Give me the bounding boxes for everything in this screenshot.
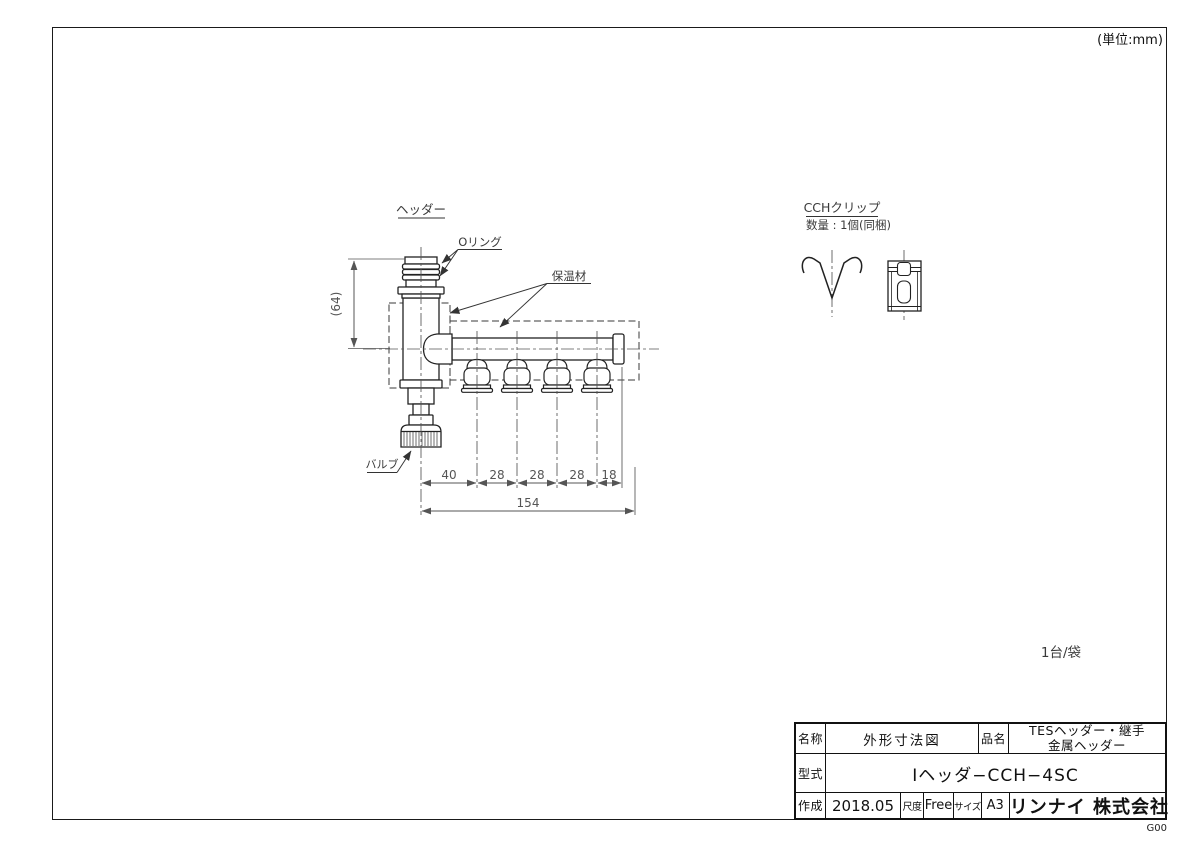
title-block-row-model: 型式 Iヘッダ−CCH−4SC bbox=[796, 753, 1165, 792]
title-block-row-name: 名称 外形寸法図 品名 TESヘッダー・継手 金属ヘッダー bbox=[796, 723, 1165, 753]
clip-quantity-label: 数量 : 1個(同梱) bbox=[806, 218, 891, 232]
created-date: 2018.05 bbox=[825, 793, 900, 818]
header-title-label: ヘッダー bbox=[396, 202, 446, 217]
insulation-label: 保温材 bbox=[552, 269, 587, 283]
clip-title-label: CCHクリップ bbox=[804, 200, 881, 215]
model-value: Iヘッダ−CCH−4SC bbox=[825, 754, 1165, 792]
dim-28: 28 bbox=[489, 468, 504, 482]
title-block: 名称 外形寸法図 品名 TESヘッダー・継手 金属ヘッダー 型式 Iヘッダ−CC… bbox=[794, 722, 1168, 820]
drawing-name-value: 外形寸法図 bbox=[825, 724, 978, 753]
dim-154: 154 bbox=[517, 496, 540, 510]
o-ring-label: Oリング bbox=[458, 235, 502, 249]
branch-outlets bbox=[460, 358, 614, 393]
scale-value: Free bbox=[923, 793, 953, 818]
clip-side-view bbox=[887, 260, 922, 312]
dimension-lines bbox=[350, 260, 635, 515]
product-name-line2: 金属ヘッダー bbox=[1047, 737, 1126, 753]
created-label: 作成 bbox=[797, 799, 823, 813]
valve-label: バルブ bbox=[366, 457, 399, 471]
header-body bbox=[397, 256, 453, 448]
leader-lines bbox=[367, 216, 878, 473]
clip-front-view bbox=[801, 256, 863, 301]
dim-18: 18 bbox=[601, 468, 616, 482]
product-name-line1: TESヘッダー・継手 bbox=[1029, 723, 1145, 738]
doc-code: G00 bbox=[1147, 823, 1167, 834]
scale-label: 尺度 bbox=[900, 793, 923, 818]
dim-40: 40 bbox=[441, 468, 456, 482]
size-value: A3 bbox=[980, 793, 1009, 818]
product-label: 品名 bbox=[978, 724, 1008, 753]
dim-28: 28 bbox=[569, 468, 584, 482]
product-name-value: TESヘッダー・継手 金属ヘッダー bbox=[1008, 723, 1165, 753]
dim-28: 28 bbox=[529, 468, 544, 482]
extension-lines bbox=[348, 258, 636, 515]
size-label: サイズ bbox=[953, 793, 981, 818]
dim-height-64: (64) bbox=[329, 292, 343, 317]
knurl-hatch bbox=[403, 432, 438, 446]
model-label: 型式 bbox=[797, 766, 823, 781]
title-block-row-meta: 作成 2018.05 尺度 Free サイズ A3 リンナイ 株式会社 bbox=[796, 792, 1168, 818]
unit-note: (単位:mm) bbox=[1097, 32, 1163, 48]
sheet-border bbox=[52, 27, 1167, 820]
name-label: 名称 bbox=[797, 732, 823, 746]
company-name: リンナイ 株式会社 bbox=[1008, 793, 1169, 818]
bag-quantity-note: 1台/袋 bbox=[1041, 645, 1082, 661]
